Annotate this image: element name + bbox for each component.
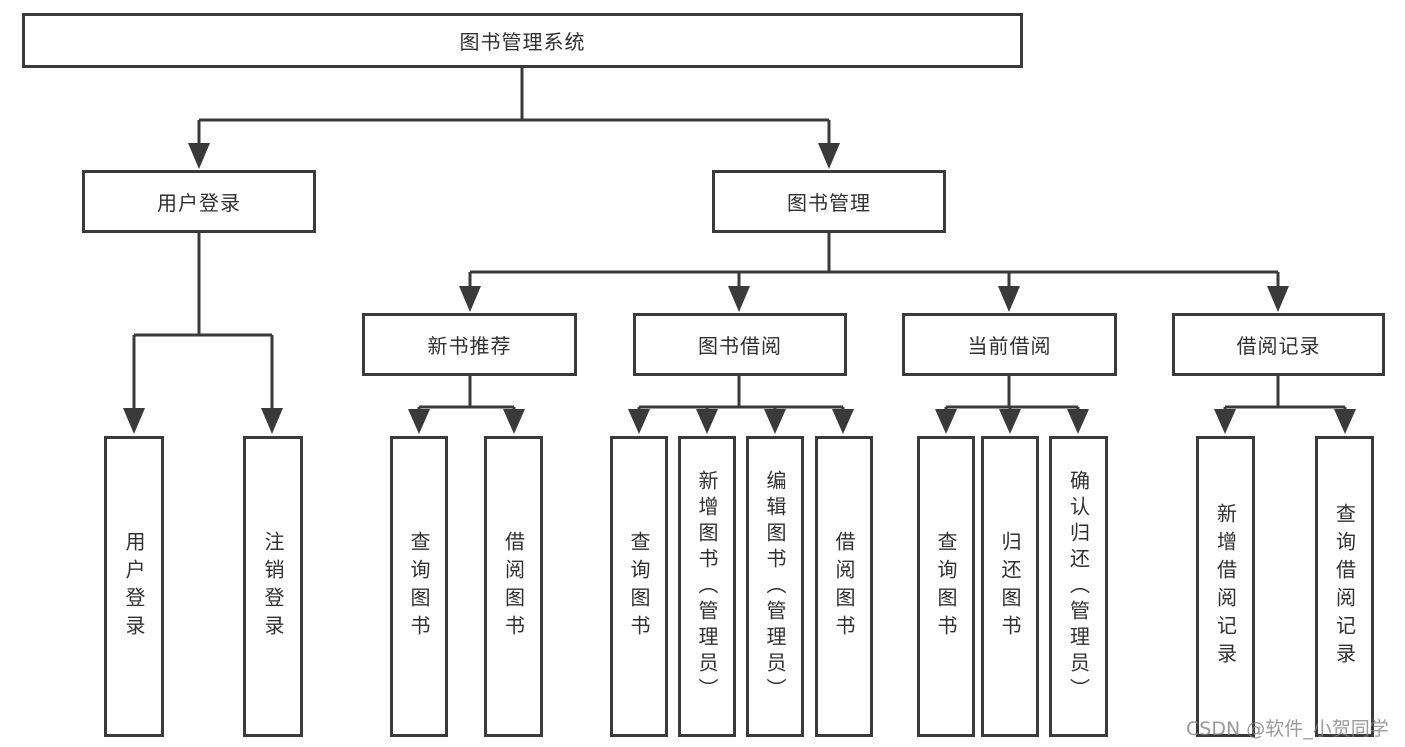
leaf-recommend-borrow-books-label: 借阅图书 (501, 530, 526, 643)
leaf-confirm-return-admin-label: 确认归还（管理员） (1066, 469, 1091, 704)
node-book-borrow: 图书借阅 (633, 313, 847, 376)
node-borrow-records: 借阅记录 (1172, 313, 1385, 376)
leaf-edit-books-admin: 编辑图书（管理员） (746, 436, 804, 737)
connector-user-login-split (132, 233, 274, 410)
leaf-user-login: 用户登录 (104, 436, 164, 737)
node-new-book-recommend-label: 新书推荐 (427, 334, 512, 358)
leaf-query-borrow-record-label: 查询借阅记录 (1332, 502, 1357, 671)
node-new-book-recommend: 新书推荐 (362, 313, 577, 376)
node-root-label: 图书管理系统 (459, 30, 586, 54)
leaf-logout-label: 注销登录 (261, 530, 285, 643)
leaf-confirm-return-admin: 确认归还（管理员） (1049, 436, 1108, 737)
node-borrow-records-label: 借阅记录 (1236, 334, 1321, 358)
node-current-borrow-label: 当前借阅 (967, 334, 1052, 358)
node-book-management-label: 图书管理 (787, 191, 871, 215)
leaf-query-borrow-record: 查询借阅记录 (1315, 436, 1374, 737)
leaf-borrow-query-books: 查询图书 (610, 436, 668, 737)
leaf-current-query-books: 查询图书 (917, 436, 975, 737)
connector-current-borrow-split (944, 376, 1080, 412)
connector-borrow-records-split (1223, 376, 1347, 412)
csdn-watermark: CSDN @软件_小贺同学 (1186, 718, 1389, 740)
leaf-add-borrow-record-label: 新增借阅记录 (1213, 502, 1238, 671)
node-user-login: 用户登录 (82, 170, 316, 233)
connector-book-borrow-split (637, 376, 845, 412)
node-current-borrow: 当前借阅 (902, 313, 1117, 376)
arrowheads (123, 143, 1356, 434)
leaf-borrow-books: 借阅图书 (815, 436, 873, 737)
leaf-return-books-label: 归还图书 (998, 530, 1022, 643)
connector-new-book-split (417, 376, 516, 412)
leaf-recommend-borrow-books: 借阅图书 (484, 436, 543, 737)
leaf-current-query-books-label: 查询图书 (934, 530, 958, 643)
leaf-borrow-books-label: 借阅图书 (832, 530, 856, 643)
node-root: 图书管理系统 (22, 13, 1023, 68)
leaf-borrow-query-books-label: 查询图书 (627, 530, 651, 643)
leaf-logout: 注销登录 (243, 436, 303, 737)
connector-root-drop (197, 68, 831, 146)
leaf-recommend-query-books: 查询图书 (390, 436, 448, 737)
leaf-recommend-query-books-label: 查询图书 (407, 530, 431, 643)
leaf-user-login-label: 用户登录 (122, 530, 146, 643)
node-book-borrow-label: 图书借阅 (698, 334, 782, 358)
leaf-add-books-admin-label: 新增图书（管理员） (695, 469, 719, 704)
node-book-management: 图书管理 (712, 170, 946, 233)
leaf-add-books-admin: 新增图书（管理员） (678, 436, 736, 737)
node-user-login-label: 用户登录 (157, 191, 241, 215)
leaf-add-borrow-record: 新增借阅记录 (1196, 436, 1255, 737)
leaf-return-books: 归还图书 (981, 436, 1039, 737)
connector-book-management-split (468, 233, 1280, 289)
leaf-edit-books-admin-label: 编辑图书（管理员） (763, 469, 787, 704)
